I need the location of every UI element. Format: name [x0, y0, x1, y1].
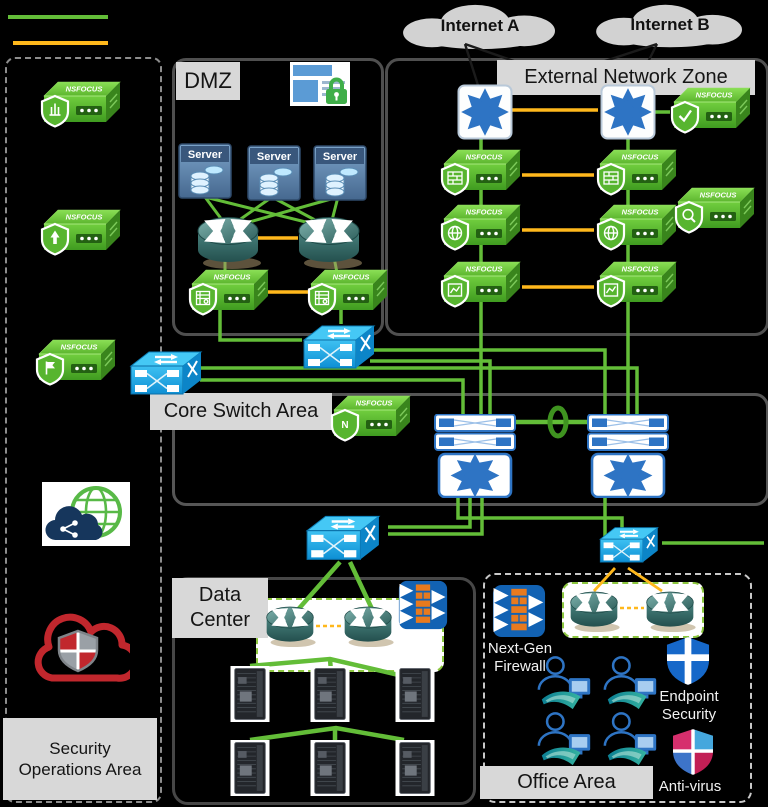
- core-switch-stack-right: [586, 414, 670, 498]
- server-1: Server: [178, 143, 232, 199]
- nsfocus-appliance-soc-1: NSFOCUS: [38, 80, 122, 138]
- dc-router-2: [340, 601, 396, 648]
- data-center-label: Data Center: [172, 578, 268, 638]
- svg-text:NSFOCUS: NSFOCUS: [214, 273, 251, 282]
- nsfocus-appliance-ips-b: NSFOCUS: [594, 203, 678, 261]
- internet-b-label: Internet B: [630, 15, 710, 34]
- endpoint-security-label: Endpoint Security: [659, 688, 719, 723]
- dmz-access-switch: [300, 322, 378, 382]
- office-area-label: Office Area: [480, 766, 653, 799]
- shield-letter-icon: N: [341, 420, 348, 431]
- office-zone: [483, 573, 752, 803]
- office-router-2: [642, 586, 698, 633]
- svg-text:Server: Server: [188, 149, 223, 161]
- svg-text:NSFOCUS: NSFOCUS: [333, 273, 370, 282]
- svg-text:NSFOCUS: NSFOCUS: [466, 153, 503, 162]
- security-operations-zone: [5, 57, 162, 803]
- svg-text:NSFOCUS: NSFOCUS: [622, 265, 659, 274]
- server-3: Server: [313, 145, 367, 201]
- security-operations-area-label: Security Operations Area: [3, 718, 157, 800]
- nsfocus-appliance-core-shield: NSFOCUS N: [328, 394, 412, 452]
- nsfocus-appliance-firewall-a: NSFOCUS: [438, 148, 522, 206]
- internet-a-cloud: Internet A: [393, 2, 567, 52]
- ngfw-icon: [492, 584, 546, 638]
- disk-stack-icon: [325, 167, 359, 197]
- server-rack-4: [230, 740, 270, 796]
- office-router-1: [566, 586, 622, 633]
- dmz-label: DMZ: [176, 62, 240, 100]
- svg-text:NSFOCUS: NSFOCUS: [622, 208, 659, 217]
- nsfocus-appliance-detect-b: NSFOCUS: [594, 260, 678, 318]
- svg-text:NSFOCUS: NSFOCUS: [356, 399, 393, 408]
- svg-text:NSFOCUS: NSFOCUS: [66, 213, 103, 222]
- nsfocus-appliance-soc-2: NSFOCUS: [38, 208, 122, 266]
- nsfocus-appliance-waf-2: NSFOCUS: [305, 268, 389, 326]
- svg-text:Server: Server: [323, 151, 358, 163]
- server-2: Server: [247, 145, 301, 201]
- svg-text:Server: Server: [257, 151, 292, 163]
- aggregation-switch-left: [303, 512, 383, 574]
- user-workstation-4: [600, 710, 662, 768]
- antivirus-shield-icon: [672, 728, 714, 776]
- cloud-security-shield-icon: [26, 598, 130, 690]
- endpoint-security-shield-icon: [666, 636, 710, 686]
- svg-text:NSFOCUS: NSFOCUS: [466, 265, 503, 274]
- dc-router-1: [262, 601, 318, 648]
- nsfocus-appliance-ips-a: NSFOCUS: [438, 203, 522, 261]
- core-switch-stack-left: [433, 414, 517, 498]
- server-rack-1: [230, 666, 270, 722]
- left-switch: [127, 348, 205, 408]
- dmz-router-1: [192, 210, 264, 270]
- dc-firewall-icon: [398, 580, 448, 630]
- server-rack-5: [310, 740, 350, 796]
- antivirus-label: Anti-virus: [658, 778, 722, 795]
- svg-text:NSFOCUS: NSFOCUS: [61, 343, 98, 352]
- svg-text:NSFOCUS: NSFOCUS: [66, 85, 103, 94]
- web-application-icon: [290, 62, 350, 106]
- svg-text:NSFOCUS: NSFOCUS: [696, 91, 733, 100]
- edge-router-a: [457, 84, 513, 140]
- nsfocus-appliance-soc-3: NSFOCUS: [33, 338, 117, 396]
- edge-router-b: [600, 84, 656, 140]
- aggregation-switch-right: [597, 524, 661, 574]
- legend-orange-line: [13, 41, 108, 45]
- nsfocus-appliance-scanner: NSFOCUS: [672, 186, 756, 244]
- legend-green-line: [8, 15, 108, 19]
- svg-text:NSFOCUS: NSFOCUS: [622, 153, 659, 162]
- disk-stack-icon: [190, 165, 224, 195]
- dmz-router-2: [293, 210, 365, 270]
- svg-text:NSFOCUS: NSFOCUS: [700, 191, 737, 200]
- threat-intelligence-globe-icon: [42, 482, 130, 546]
- server-rack-3: [395, 666, 435, 722]
- server-rack-2: [310, 666, 350, 722]
- nsfocus-appliance-edge-shield: NSFOCUS: [668, 86, 752, 144]
- user-workstation-1: [534, 654, 596, 712]
- nsfocus-appliance-detect-a: NSFOCUS: [438, 260, 522, 318]
- nsfocus-appliance-firewall-b: NSFOCUS: [594, 148, 678, 206]
- user-workstation-3: [534, 710, 596, 768]
- internet-b-cloud: Internet B: [578, 2, 762, 50]
- nsfocus-appliance-waf-1: NSFOCUS: [186, 268, 270, 326]
- user-workstation-2: [600, 654, 662, 712]
- internet-a-label: Internet A: [440, 16, 520, 35]
- svg-text:NSFOCUS: NSFOCUS: [466, 208, 503, 217]
- server-rack-6: [395, 740, 435, 796]
- disk-stack-icon: [259, 167, 293, 197]
- ngfw-label: Next-Gen Firewall: [487, 640, 553, 675]
